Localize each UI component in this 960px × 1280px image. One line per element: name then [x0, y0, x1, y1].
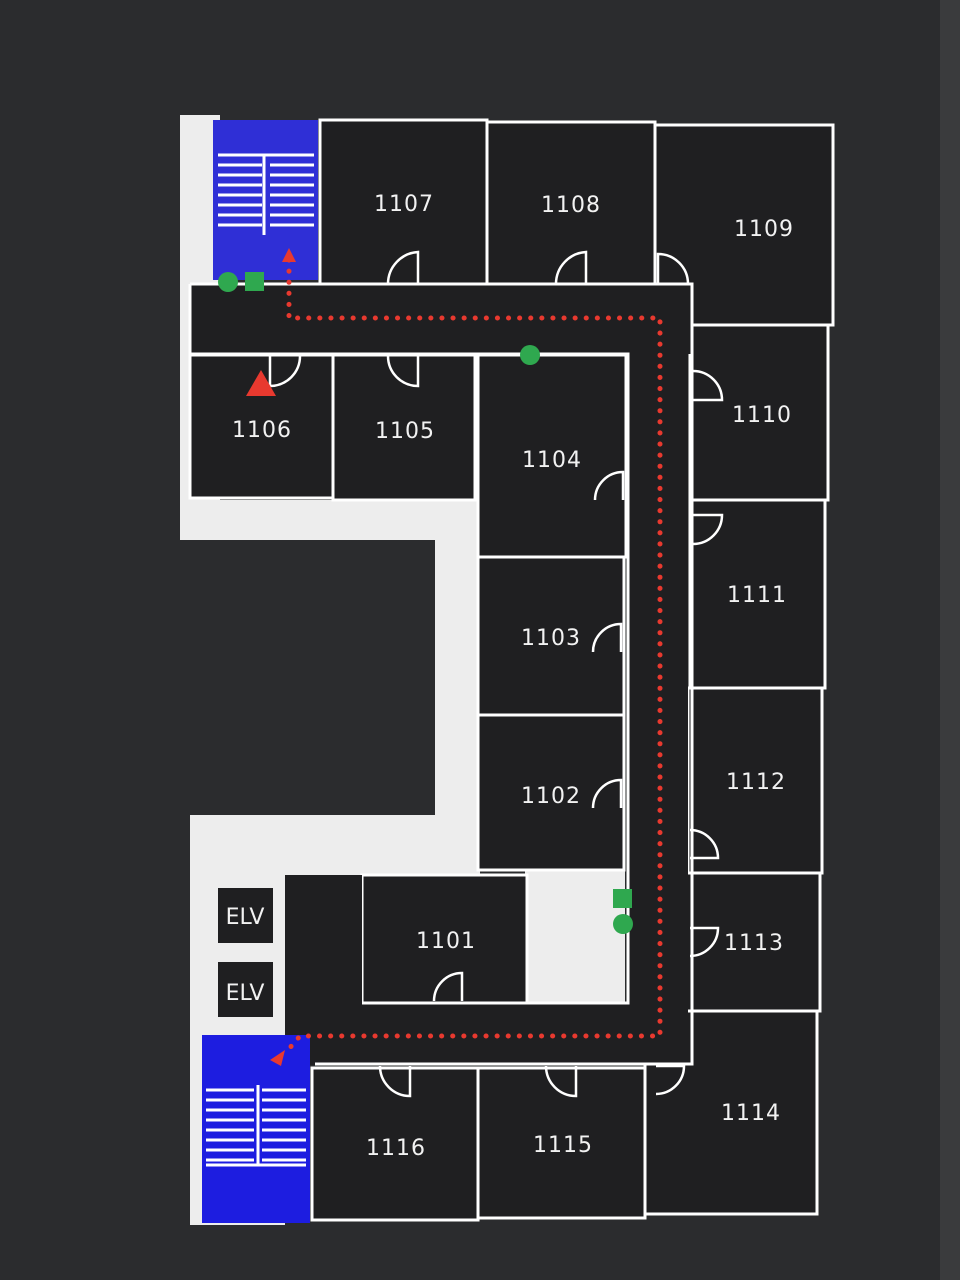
room-label-1110: 1110 [732, 403, 792, 428]
room-label-1115: 1115 [533, 1133, 593, 1158]
room-1102 [476, 713, 626, 872]
evacuation-route [285, 257, 663, 1053]
sign-right-edge [940, 0, 960, 1280]
route-arrow-bottom-icon [270, 1050, 285, 1066]
green-square-marker [245, 272, 264, 291]
room-label-1112: 1112 [726, 770, 786, 795]
room-1111 [688, 498, 827, 690]
elevator-1 [218, 888, 273, 943]
room-label-1102: 1102 [521, 784, 581, 809]
green-circle-marker [218, 272, 238, 292]
stairwell-top [213, 120, 318, 280]
room-label-1108: 1108 [541, 193, 601, 218]
green-square-marker [613, 889, 632, 908]
room-label-1111: 1111 [727, 583, 787, 608]
room-1101 [360, 873, 529, 1005]
room-label-1105: 1105 [375, 419, 435, 444]
room-label-1104: 1104 [522, 448, 582, 473]
route-arrow-up-icon [282, 248, 296, 262]
elevator-2 [218, 962, 273, 1017]
room-label-1106: 1106 [232, 418, 292, 443]
room-label-1109: 1109 [734, 217, 794, 242]
elevator-label-2: ELV [226, 981, 265, 1006]
room-label-1116: 1116 [366, 1136, 426, 1161]
room-1110 [688, 323, 830, 502]
room-label-1113: 1113 [724, 931, 784, 956]
green-circle-marker [520, 345, 540, 365]
elevator-label-1: ELV [226, 905, 265, 930]
room-label-1101: 1101 [416, 929, 476, 954]
room-label-1103: 1103 [521, 626, 581, 651]
stairwell-bottom [202, 1035, 310, 1223]
room-label-1107: 1107 [374, 192, 434, 217]
green-circle-marker [613, 914, 633, 934]
you-are-here-triangle-icon [246, 370, 276, 396]
room-1103 [476, 555, 626, 717]
corridor-walls [188, 282, 694, 1066]
room-label-1114: 1114 [721, 1101, 781, 1126]
room-1113 [684, 871, 822, 1013]
door-swings [268, 250, 724, 1098]
